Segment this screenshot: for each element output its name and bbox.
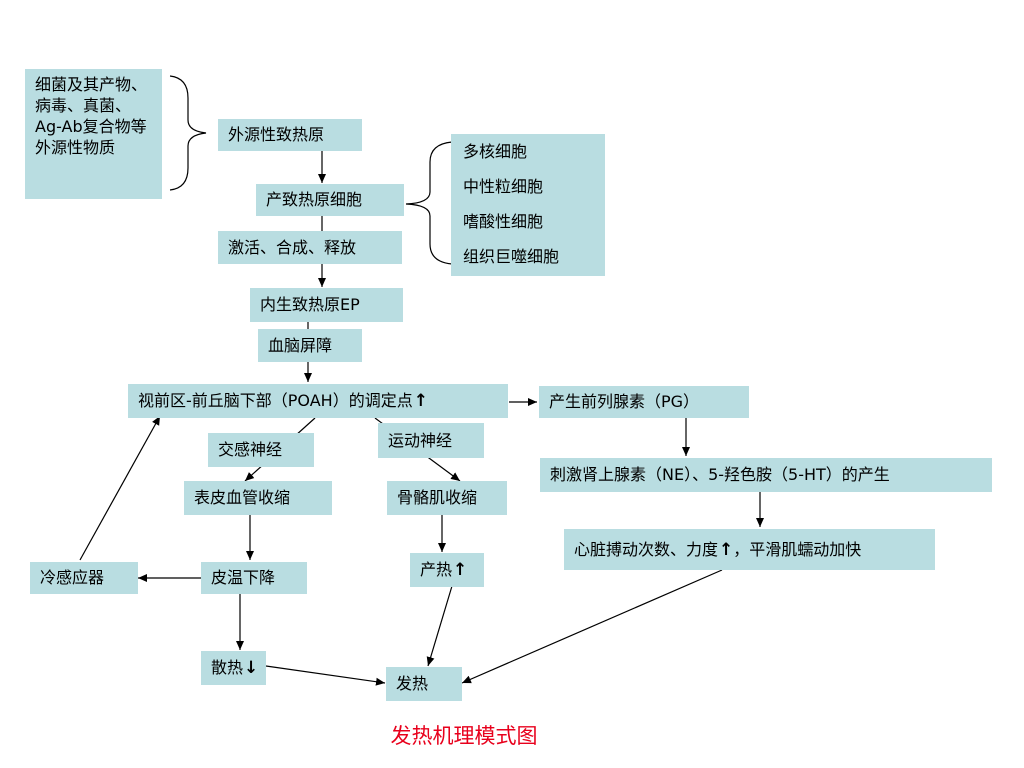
- node-motor-nerve: 运动神经: [378, 423, 484, 458]
- up-arrow-icon: ↑: [413, 391, 428, 411]
- node-muscle-contraction: 骨骼肌收缩: [387, 481, 507, 515]
- heart-label-tail: ，平滑肌蠕动加快: [733, 539, 862, 559]
- poah-label: 视前区-前丘脑下部（POAH）的调定点: [138, 391, 413, 410]
- down-arrow-icon: ↓: [244, 658, 259, 678]
- node-pyrogen-producing-cells: 产致热原细胞: [256, 184, 404, 216]
- heart-label: 心脏搏动次数、力度: [574, 539, 719, 559]
- cell-type-item: 嗜酸性细胞: [463, 212, 544, 231]
- node-heat-loss: 散热↓: [201, 651, 266, 685]
- node-endogenous-pyrogen: 内生致热原EP: [250, 288, 403, 322]
- diagram-caption: 发热机理模式图: [390, 724, 538, 748]
- node-prostaglandin: 产生前列腺素（PG）: [539, 386, 749, 418]
- node-exogenous-pyrogen: 外源性致热原: [218, 119, 362, 151]
- node-blood-brain-barrier: 血脑屏障: [258, 329, 362, 362]
- node-fever: 发热: [386, 667, 462, 701]
- node-activate-synthesize-release: 激活、合成、释放: [218, 231, 402, 264]
- brace-sources: [169, 75, 207, 191]
- cell-type-item: 组织巨噬细胞: [463, 247, 560, 266]
- node-vasoconstriction: 表皮血管收缩: [184, 481, 332, 515]
- arrow-cold-to-poah: [79, 415, 161, 561]
- node-ne-5ht: 刺激肾上腺素（NE）、5-羟色胺（5-HT）的产生: [540, 458, 992, 492]
- brace-cells: [405, 141, 453, 265]
- node-heart: 心脏搏动次数、力度↑，平滑肌蠕动加快: [564, 529, 935, 570]
- node-cell-types: 多核细胞 中性粒细胞 嗜酸性细胞 组织巨噬细胞: [451, 134, 605, 276]
- up-arrow-icon: ↑: [453, 560, 468, 580]
- arrow-loss-to-fever: [265, 665, 386, 686]
- node-heat-production: 产热↑: [410, 553, 484, 587]
- arrow-heat-to-fever: [426, 585, 453, 667]
- heat-production-label: 产热: [420, 560, 453, 579]
- node-cold-receptor: 冷感应器: [30, 562, 138, 594]
- up-arrow-icon: ↑: [719, 539, 734, 560]
- cell-type-item: 多核细胞: [463, 142, 528, 161]
- cell-type-item: 中性粒细胞: [463, 177, 544, 196]
- arrow-heart-to-fever: [461, 569, 723, 684]
- node-exogenous-sources: 细菌及其产物、病毒、真菌、Ag-Ab复合物等外源性物质: [25, 69, 162, 199]
- node-poah: 视前区-前丘脑下部（POAH）的调定点↑: [128, 384, 508, 418]
- node-sympathetic: 交感神经: [208, 433, 314, 467]
- node-skin-temp-drop: 皮温下降: [201, 562, 307, 594]
- heat-loss-label: 散热: [211, 658, 244, 677]
